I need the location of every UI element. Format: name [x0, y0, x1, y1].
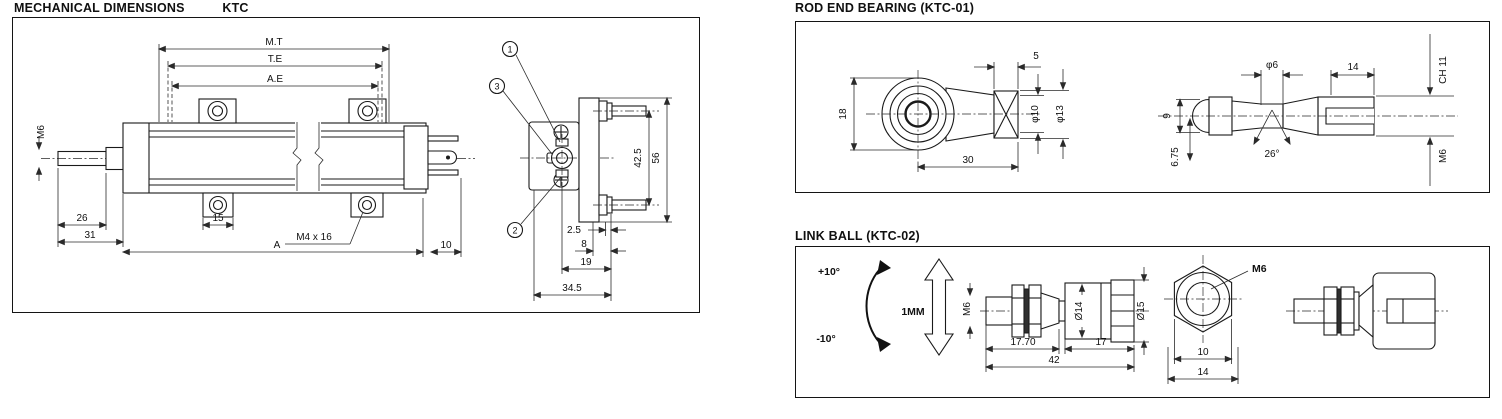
nut-thread-label: M6 [1252, 263, 1267, 275]
callout-1-icon: 1 [501, 40, 561, 143]
dim-label-ae: A.E [267, 74, 283, 85]
link-ball-title-text: LINK BALL (KTC-02) [795, 229, 920, 243]
dim-label-6-75: 6.75 [1170, 147, 1181, 167]
dim-label-56: 56 [651, 152, 662, 164]
mechanical-drawing: M.T T.E A.E M6 26 31 [35, 37, 672, 301]
dim-label-hex-10: 10 [1197, 347, 1209, 358]
rod-end-title-text: ROD END BEARING (KTC-01) [795, 1, 975, 15]
dim-label-9: 9 [1162, 113, 1173, 119]
dim-label-42: 42 [1048, 355, 1060, 366]
mechanical-title-text: MECHANICAL DIMENSIONS [14, 1, 185, 15]
mechanical-model-text: KTC [222, 1, 249, 15]
dim-label-14: 14 [1347, 62, 1359, 73]
dim-label-phi13: φ13 [1055, 105, 1066, 123]
callout-3-label: 3 [494, 82, 499, 92]
angle-plus-label: +10° [818, 266, 840, 278]
dim-label-phi6: φ6 [1266, 60, 1278, 71]
dim-label-rod-m6: M6 [36, 125, 47, 139]
dim-label-8: 8 [581, 239, 587, 250]
mechanical-panel-title: MECHANICAL DIMENSIONS KTC [14, 1, 249, 15]
dim-label-ch11: CH 11 [1438, 56, 1449, 84]
dim-label-mt: M.T [265, 37, 282, 48]
dim-label-18: 18 [838, 108, 849, 120]
travel-symbol: 1MM [901, 258, 955, 356]
dim-label-17: 17 [1095, 337, 1107, 348]
callout-2-label: 2 [512, 226, 517, 236]
rod-end-section-dimensions: φ6 14 CH 11 M6 9 6.75 26° [1162, 34, 1454, 186]
callout-2-icon: 2 [506, 176, 562, 239]
dim-label-m6: M6 [1438, 149, 1449, 163]
dim-label-31: 31 [84, 230, 96, 241]
rod-end-panel: 18 5 φ10 φ13 30 [795, 21, 1490, 193]
mechanical-panel: M.T T.E A.E M6 26 31 [12, 17, 700, 313]
dim-label-d15: Ø15 [1136, 301, 1147, 320]
screw-callout-label: M4 x 16 [296, 232, 332, 243]
callout-3-icon: 3 [488, 77, 553, 155]
dim-label-te: T.E [268, 54, 283, 65]
rod-end-section-view [1158, 96, 1458, 136]
dim-label-5: 5 [1033, 51, 1039, 62]
dim-label-26: 26 [76, 213, 88, 224]
link-ball-hex-view: M6 10 14 [1164, 255, 1267, 384]
side-view-dimensions: 42.5 56 1 3 2 [488, 40, 672, 301]
dim-label-19: 19 [580, 257, 592, 268]
rod-end-panel-title: ROD END BEARING (KTC-01) [795, 1, 974, 15]
dim-label-stud-m6: M6 [962, 302, 973, 316]
angle-minus-label: -10° [816, 333, 835, 345]
transducer-side-view [520, 97, 659, 223]
rod-end-front-view [866, 70, 1042, 162]
rod-end-front-dimensions: 18 5 φ10 φ13 30 [838, 51, 1069, 172]
dim-label-10: 10 [440, 240, 452, 251]
dim-label-phi10: φ10 [1030, 105, 1041, 123]
dim-label-30: 30 [962, 155, 974, 166]
travel-label: 1MM [901, 306, 925, 318]
dim-label-d14: Ø14 [1074, 301, 1085, 320]
dim-label-34-5: 34.5 [562, 283, 582, 294]
callout-1-label: 1 [507, 45, 512, 55]
front-view-dimensions: M.T T.E A.E M6 26 31 [35, 37, 463, 257]
link-ball-panel-title: LINK BALL (KTC-02) [795, 229, 920, 243]
link-ball-panel: +10° -10° 1MM [795, 246, 1490, 398]
swing-angle-symbol: +10° -10° [816, 260, 891, 352]
dim-label-hex-14: 14 [1197, 367, 1209, 378]
link-ball-assembly-view [1286, 272, 1448, 350]
transducer-front-view [41, 98, 475, 218]
link-ball-side-dimensions: M6 Ø14 Ø15 17.70 17 42 [962, 267, 1149, 372]
dim-label-a: A [274, 240, 281, 251]
rod-end-drawing: 18 5 φ10 φ13 30 [838, 34, 1458, 186]
link-ball-side-view [980, 279, 1150, 343]
dim-label-15: 15 [212, 213, 224, 224]
dim-label-42-5: 42.5 [633, 148, 644, 168]
dim-label-2-5: 2.5 [567, 225, 581, 236]
dim-label-26deg: 26° [1264, 149, 1279, 160]
link-ball-drawing: +10° -10° 1MM [816, 255, 1448, 384]
dim-label-17-70: 17.70 [1010, 337, 1035, 348]
